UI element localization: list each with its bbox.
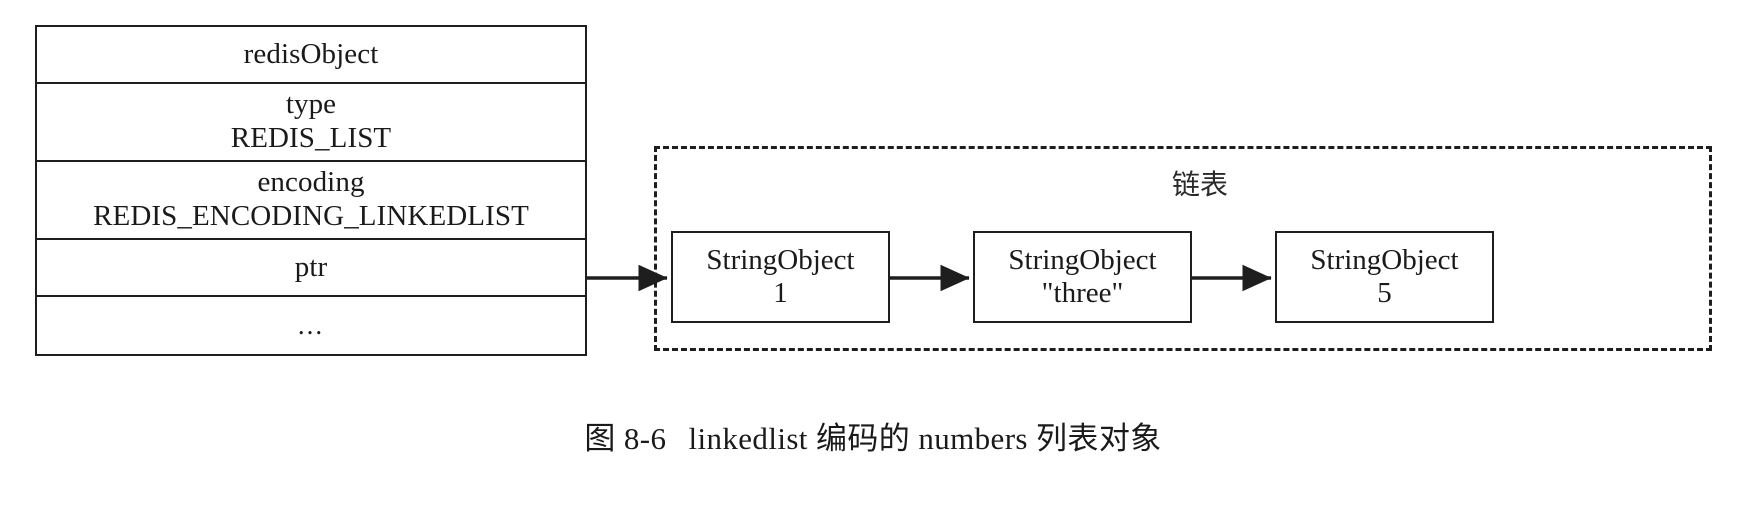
redis-object-title-row: redisObject <box>37 27 585 84</box>
linked-list-group-label: 链表 <box>1171 168 1228 201</box>
redis-object-field-encoding: encoding REDIS_ENCODING_LINKEDLIST <box>37 162 585 240</box>
figure-caption-text: linkedlist 编码的 numbers 列表对象 <box>688 421 1162 456</box>
list-item: StringObject "three" <box>973 231 1192 323</box>
field-encoding-name: encoding <box>257 166 365 199</box>
redis-object-field-ptr: ptr <box>37 240 585 297</box>
redis-object-struct: redisObject type REDIS_LIST encoding RED… <box>35 25 587 356</box>
linked-list-group-boundary <box>654 146 1712 351</box>
node-1-type: StringObject <box>1008 243 1157 276</box>
field-type-value: REDIS_LIST <box>230 122 392 154</box>
redis-object-field-ellipsis: ... <box>37 297 585 354</box>
node-0-value: 1 <box>773 277 788 309</box>
redis-object-field-type: type REDIS_LIST <box>37 84 585 162</box>
field-ptr-name: ptr <box>294 250 328 283</box>
list-item: StringObject 5 <box>1275 231 1494 323</box>
field-type-name: type <box>285 88 337 121</box>
node-2-value: 5 <box>1377 277 1392 309</box>
node-0-type: StringObject <box>706 243 855 276</box>
list-item: StringObject 1 <box>671 231 890 323</box>
node-1-value: "three" <box>1041 277 1124 309</box>
field-ellipsis-label: ... <box>297 309 325 340</box>
node-2-type: StringObject <box>1310 243 1459 276</box>
figure-caption-label: 图 8-6 <box>584 421 667 456</box>
redis-object-title: redisObject <box>243 37 379 70</box>
figure-caption: 图 8-6 linkedlist 编码的 numbers 列表对象 <box>0 413 1746 458</box>
field-encoding-value: REDIS_ENCODING_LINKEDLIST <box>93 200 529 232</box>
